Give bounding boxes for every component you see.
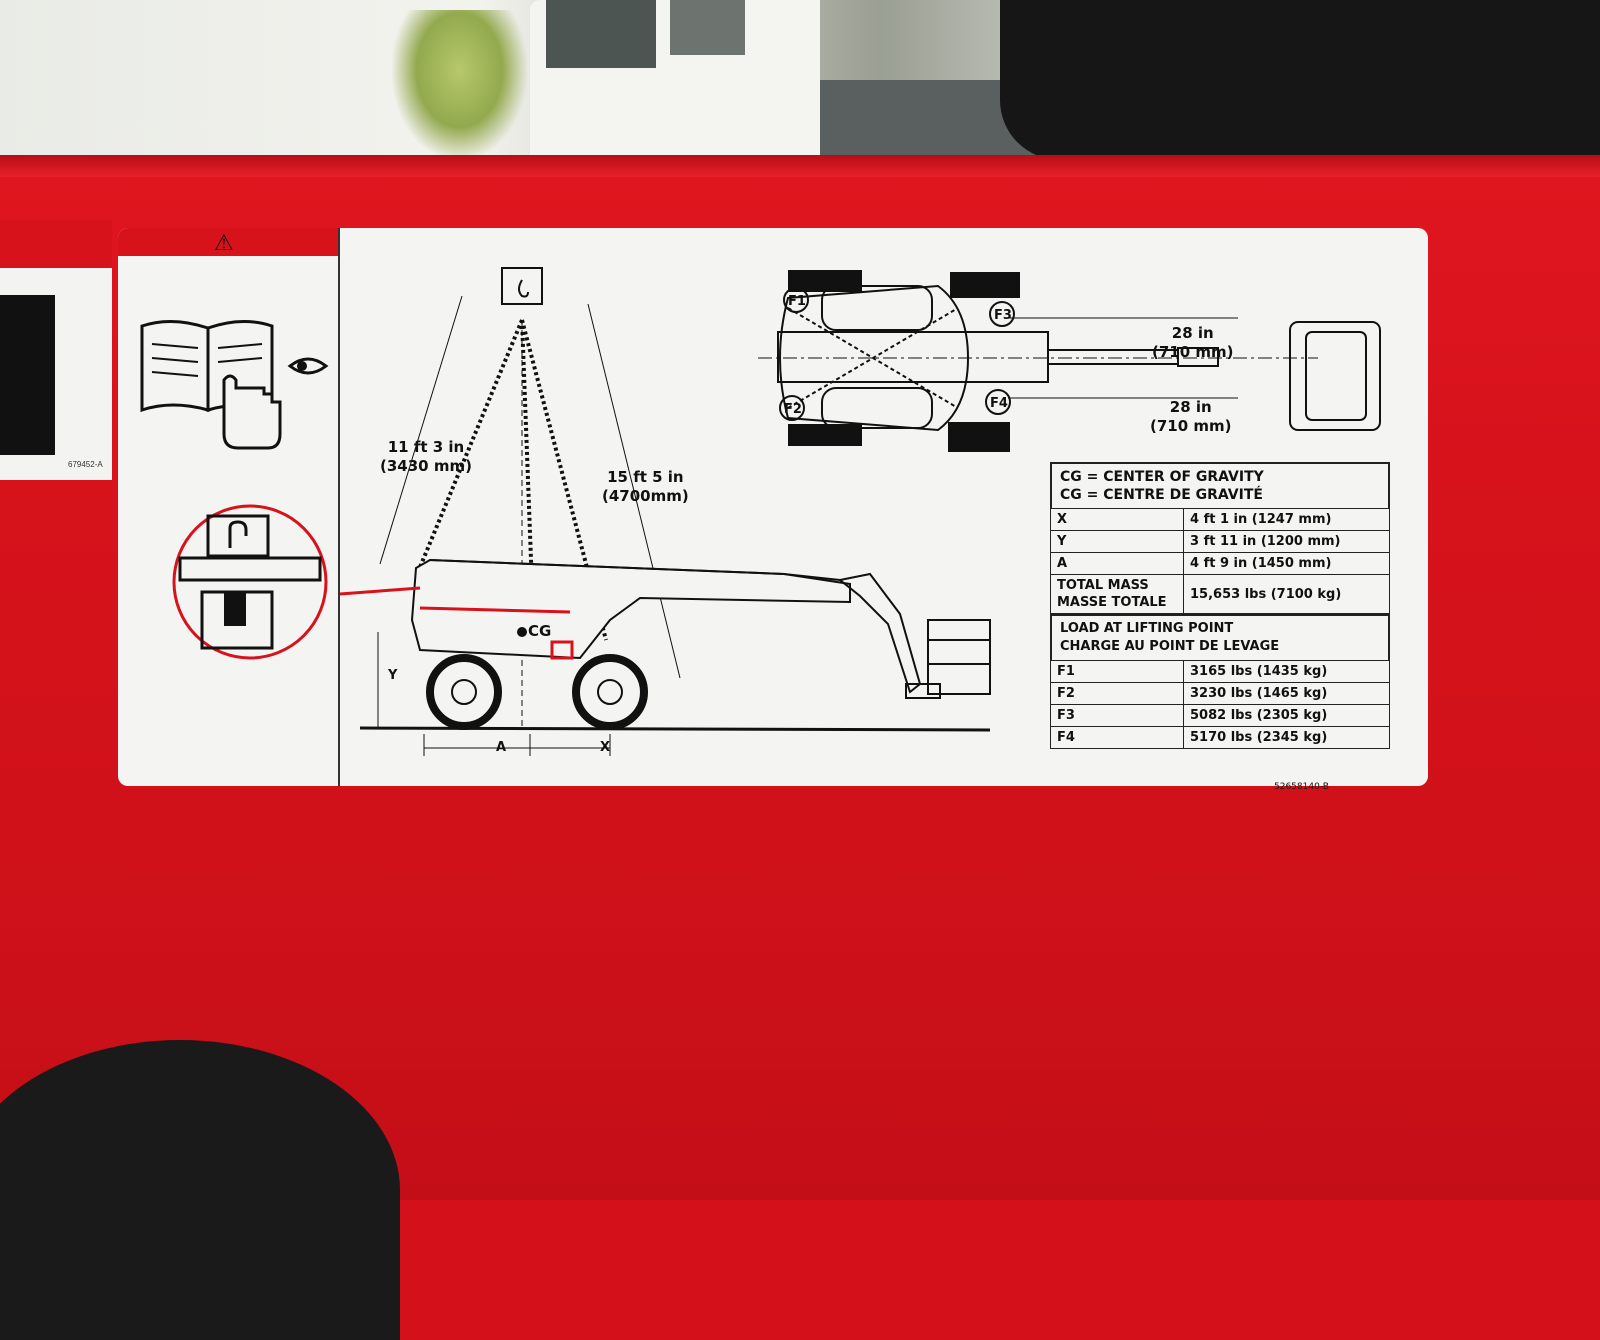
y-label: Y (388, 668, 398, 683)
left-partial-decal: 679452-A (0, 220, 112, 480)
side-view-diagram (340, 267, 991, 756)
f4-label: F4 (990, 396, 1008, 411)
left-decal-code: 679452-A (68, 460, 103, 469)
panel-crease (0, 155, 1600, 177)
overhead-shadow (1000, 0, 1600, 160)
lifting-point-detail (172, 504, 328, 660)
read-manual-icon (140, 319, 329, 450)
top-dimension: 28 in(710 mm) (1152, 324, 1234, 361)
background-tree (392, 10, 527, 160)
background-truck (530, 0, 820, 170)
warning-triangle-icon: ⚠ (214, 230, 234, 255)
sling-left-dimension: 11 ft 3 in(3430 mm) (380, 438, 472, 475)
cg-definition: CG = CENTER OF GRAVITY CG = CENTRE DE GR… (1050, 462, 1390, 508)
top-view-diagram (758, 270, 1381, 452)
cg-label: CG (528, 622, 552, 640)
sling-right-dimension: 15 ft 5 in(4700mm) (602, 468, 689, 505)
warning-column: ⚠ (118, 228, 340, 786)
specifications-legend: CG = CENTER OF GRAVITY CG = CENTRE DE GR… (1050, 462, 1390, 749)
decal-part-number: 52658140-B (1274, 782, 1329, 792)
bottom-dimension: 28 in(710 mm) (1150, 398, 1232, 435)
load-heading: LOAD AT LIFTING POINT CHARGE AU POINT DE… (1050, 614, 1390, 660)
f2-label: F2 (784, 402, 802, 417)
a-label: A (496, 740, 507, 755)
f1-label: F1 (788, 294, 806, 309)
f3-label: F3 (994, 308, 1012, 323)
x-label: X (600, 740, 611, 755)
